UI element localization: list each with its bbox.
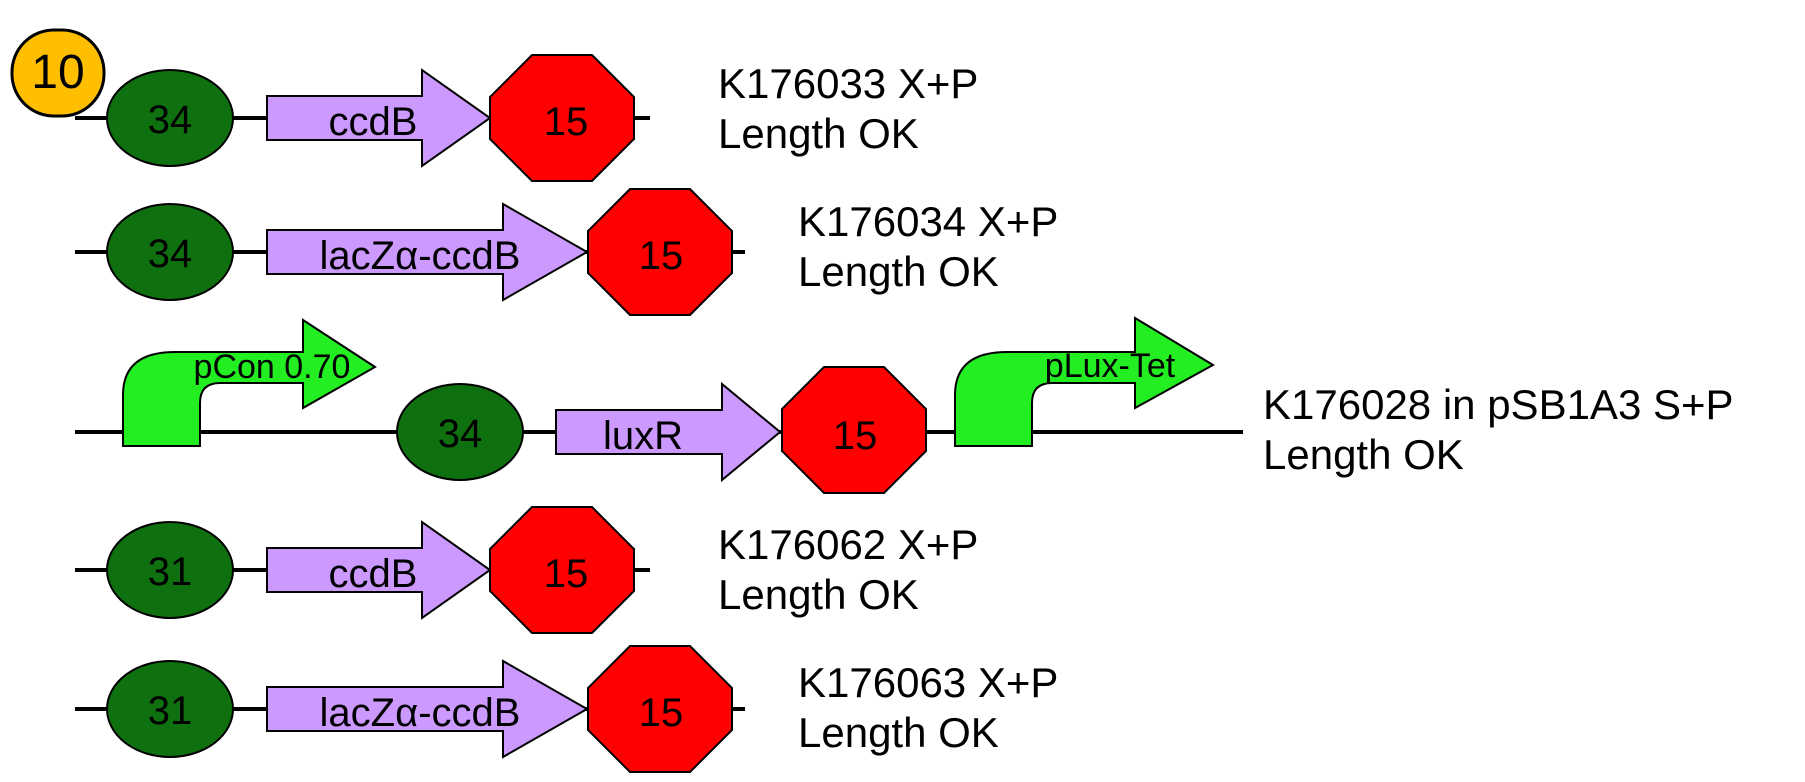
cds-label: ccdB — [329, 552, 418, 596]
caption-id: K176062 X+P — [718, 521, 979, 568]
construct-3: pCon 0.70 34 luxR 15 pLux-Tet — [75, 316, 1243, 494]
rbs-label: 31 — [148, 689, 193, 733]
cds-label: ccdB — [329, 100, 418, 144]
caption-4: K176062 X+P Length OK — [718, 520, 978, 620]
rbs-label: 34 — [148, 232, 193, 276]
construct-5: 31 lacZα-ccdB 15 — [75, 645, 745, 773]
figure-number-badge: 10 — [10, 28, 106, 118]
promoter-pcon-label: pCon 0.70 — [194, 348, 351, 386]
promoter-plux-label: pLux-Tet — [1045, 347, 1176, 385]
caption-status: Length OK — [1263, 431, 1464, 478]
cds-arrow — [266, 659, 590, 759]
cds-arrow — [266, 520, 492, 620]
cds-arrow — [266, 202, 590, 302]
construct-4: 31 ccdB 15 — [75, 506, 650, 634]
badge-label: 10 — [31, 46, 84, 99]
caption-5: K176063 X+P Length OK — [798, 658, 1058, 758]
terminator-label: 15 — [544, 100, 589, 144]
cds-label: luxR — [603, 414, 683, 458]
terminator-octagon — [587, 188, 733, 316]
rbs-ellipse — [396, 383, 524, 481]
rbs-ellipse — [106, 521, 234, 619]
cds-arrow — [266, 68, 492, 168]
caption-status: Length OK — [718, 571, 919, 618]
terminator-octagon — [489, 506, 635, 634]
terminator-octagon — [489, 54, 635, 182]
rbs-label: 34 — [148, 98, 193, 142]
terminator-octagon — [587, 645, 733, 773]
terminator-label: 15 — [639, 234, 684, 278]
terminator-label: 15 — [639, 691, 684, 735]
caption-3: K176028 in pSB1A3 S+P Length OK — [1263, 380, 1734, 480]
promoter-pcon-arrow — [122, 318, 377, 447]
caption-status: Length OK — [718, 110, 919, 157]
caption-id: K176063 X+P — [798, 659, 1059, 706]
rbs-ellipse — [106, 203, 234, 301]
construct-2: 34 lacZα-ccdB 15 — [75, 188, 745, 316]
construct-1: 34 ccdB 15 — [75, 54, 650, 182]
rbs-label: 31 — [148, 550, 193, 594]
cds-label: lacZα-ccdB — [320, 234, 521, 278]
rbs-ellipse — [106, 69, 234, 167]
caption-1: K176033 X+P Length OK — [718, 59, 978, 159]
caption-2: K176034 X+P Length OK — [798, 197, 1058, 297]
caption-status: Length OK — [798, 248, 999, 295]
caption-status: Length OK — [798, 709, 999, 756]
rbs-ellipse — [106, 660, 234, 758]
rbs-label: 34 — [438, 412, 483, 456]
caption-id: K176033 X+P — [718, 60, 979, 107]
cds-label: lacZα-ccdB — [320, 691, 521, 735]
terminator-octagon — [781, 366, 927, 494]
terminator-label: 15 — [544, 552, 589, 596]
badge-shape — [10, 28, 106, 118]
caption-id: K176034 X+P — [798, 198, 1059, 245]
terminator-label: 15 — [833, 414, 878, 458]
promoter-plux-arrow — [954, 316, 1216, 447]
cds-arrow — [555, 381, 782, 483]
caption-id: K176028 in pSB1A3 S+P — [1263, 381, 1734, 428]
